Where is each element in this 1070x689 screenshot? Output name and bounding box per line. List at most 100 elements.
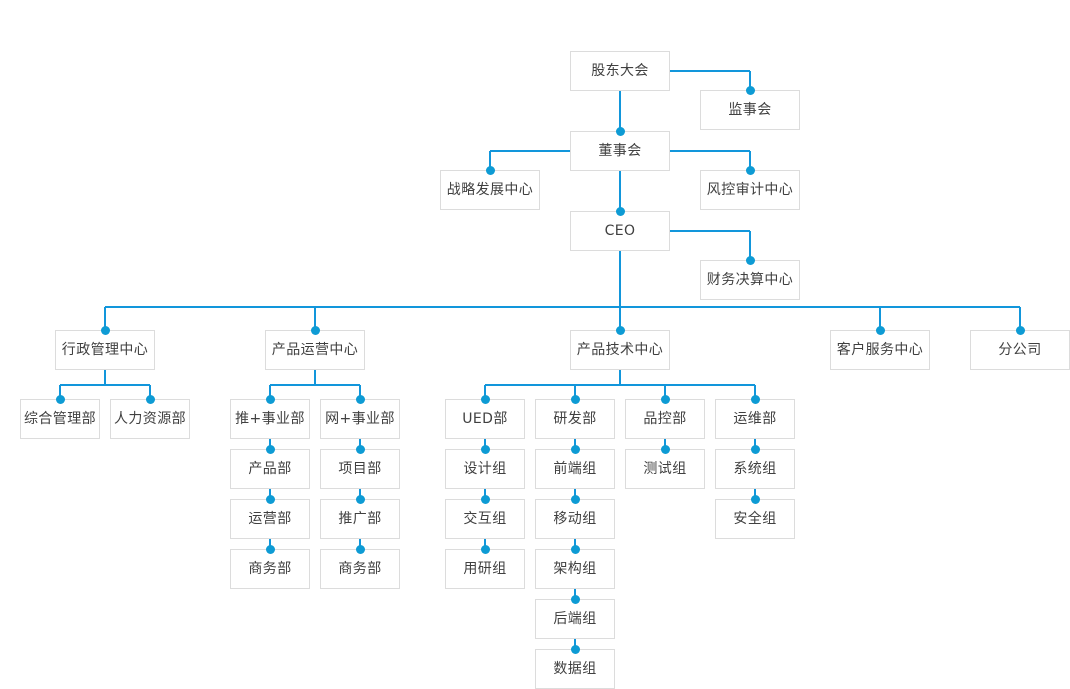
org-node-ued[interactable]: UED部	[445, 399, 525, 439]
org-node-admin2[interactable]: 人力资源部	[110, 399, 190, 439]
org-node-rd3[interactable]: 架构组	[535, 549, 615, 589]
connector-dot-icon	[615, 325, 625, 335]
org-node-label: 产品部	[248, 461, 292, 477]
org-node-label: 前端组	[553, 461, 597, 477]
connector-dot-icon	[570, 394, 580, 404]
org-node-prodops[interactable]: 产品运营中心	[265, 330, 365, 370]
org-node-admin1[interactable]: 综合管理部	[20, 399, 100, 439]
org-node-rd4[interactable]: 后端组	[535, 599, 615, 639]
org-node-label: 商务部	[338, 561, 382, 577]
org-node-wang3[interactable]: 商务部	[320, 549, 400, 589]
org-node-shareholders[interactable]: 股东大会	[570, 51, 670, 91]
connector-dot-icon	[570, 544, 580, 554]
connector-dot-icon	[355, 544, 365, 554]
connector-dot-icon	[615, 206, 625, 216]
org-node-finance[interactable]: 财务决算中心	[700, 260, 800, 300]
connector-dot-icon	[570, 594, 580, 604]
org-node-label: 综合管理部	[24, 411, 96, 427]
org-node-label: 行政管理中心	[61, 342, 149, 358]
org-node-label: UED部	[462, 411, 508, 427]
connector-dot-icon	[100, 325, 110, 335]
connector-dot-icon	[145, 394, 155, 404]
connector-dot-icon	[750, 394, 760, 404]
org-node-tui2[interactable]: 运营部	[230, 499, 310, 539]
org-node-label: 数据组	[553, 661, 597, 677]
org-node-tui1[interactable]: 产品部	[230, 449, 310, 489]
connector-dot-icon	[265, 544, 275, 554]
org-node-label: 设计组	[463, 461, 507, 477]
org-node-label: 移动组	[553, 511, 597, 527]
org-node-label: 战略发展中心	[446, 182, 534, 198]
connector-dot-icon	[480, 494, 490, 504]
connector-dot-icon	[480, 544, 490, 554]
org-node-qa[interactable]: 品控部	[625, 399, 705, 439]
connector-dot-icon	[570, 494, 580, 504]
org-node-branch[interactable]: 分公司	[970, 330, 1070, 370]
org-node-label: 网+事业部	[325, 411, 395, 427]
org-node-label: 商务部	[248, 561, 292, 577]
org-node-label: 后端组	[553, 611, 597, 627]
connector-dot-icon	[615, 126, 625, 136]
org-node-wang2[interactable]: 推广部	[320, 499, 400, 539]
connector-dot-icon	[750, 494, 760, 504]
org-node-label: 分公司	[998, 342, 1042, 358]
org-node-label: 财务决算中心	[706, 272, 794, 288]
org-node-label: 股东大会	[591, 63, 649, 79]
connector-dot-icon	[355, 494, 365, 504]
connector-dot-icon	[310, 325, 320, 335]
connector-dot-icon	[745, 85, 755, 95]
org-node-ued2[interactable]: 交互组	[445, 499, 525, 539]
org-node-riskaudit[interactable]: 风控审计中心	[700, 170, 800, 210]
org-node-ceo[interactable]: CEO	[570, 211, 670, 251]
org-node-tui[interactable]: 推+事业部	[230, 399, 310, 439]
org-node-label: 安全组	[733, 511, 777, 527]
connector-dot-icon	[265, 444, 275, 454]
org-node-label: 客户服务中心	[836, 342, 924, 358]
connector-dot-icon	[355, 444, 365, 454]
org-node-supervisors[interactable]: 监事会	[700, 90, 800, 130]
org-node-prodtech[interactable]: 产品技术中心	[570, 330, 670, 370]
connector-dot-icon	[745, 255, 755, 265]
connector-dot-icon	[265, 494, 275, 504]
org-node-admin[interactable]: 行政管理中心	[55, 330, 155, 370]
org-node-rd5[interactable]: 数据组	[535, 649, 615, 689]
org-node-label: 架构组	[553, 561, 597, 577]
org-node-board[interactable]: 董事会	[570, 131, 670, 171]
org-node-ops[interactable]: 运维部	[715, 399, 795, 439]
org-node-label: 交互组	[463, 511, 507, 527]
connector-dot-icon	[660, 444, 670, 454]
org-node-ops2[interactable]: 安全组	[715, 499, 795, 539]
connector-dot-icon	[1015, 325, 1025, 335]
org-node-label: 董事会	[598, 143, 642, 159]
connector-dot-icon	[355, 394, 365, 404]
connector-dot-icon	[745, 165, 755, 175]
connector-dot-icon	[750, 444, 760, 454]
org-node-label: 推广部	[338, 511, 382, 527]
org-node-label: 人力资源部	[114, 411, 186, 427]
connector-dot-icon	[480, 394, 490, 404]
org-node-tui3[interactable]: 商务部	[230, 549, 310, 589]
org-node-rd[interactable]: 研发部	[535, 399, 615, 439]
org-node-label: 推+事业部	[235, 411, 305, 427]
connector-dot-icon	[570, 644, 580, 654]
org-node-rd2[interactable]: 移动组	[535, 499, 615, 539]
org-node-label: 品控部	[643, 411, 687, 427]
org-node-wang[interactable]: 网+事业部	[320, 399, 400, 439]
org-node-rd1[interactable]: 前端组	[535, 449, 615, 489]
org-node-label: 用研组	[463, 561, 507, 577]
org-node-label: 项目部	[338, 461, 382, 477]
org-node-label: 监事会	[728, 102, 772, 118]
connector-dot-icon	[265, 394, 275, 404]
connector-dot-icon	[875, 325, 885, 335]
org-node-wang1[interactable]: 项目部	[320, 449, 400, 489]
org-node-ued1[interactable]: 设计组	[445, 449, 525, 489]
org-node-ued3[interactable]: 用研组	[445, 549, 525, 589]
org-node-qa1[interactable]: 测试组	[625, 449, 705, 489]
org-node-label: 测试组	[643, 461, 687, 477]
connector-dot-icon	[570, 444, 580, 454]
org-node-strategy[interactable]: 战略发展中心	[440, 170, 540, 210]
org-node-service[interactable]: 客户服务中心	[830, 330, 930, 370]
org-node-label: 运营部	[248, 511, 292, 527]
org-node-ops1[interactable]: 系统组	[715, 449, 795, 489]
